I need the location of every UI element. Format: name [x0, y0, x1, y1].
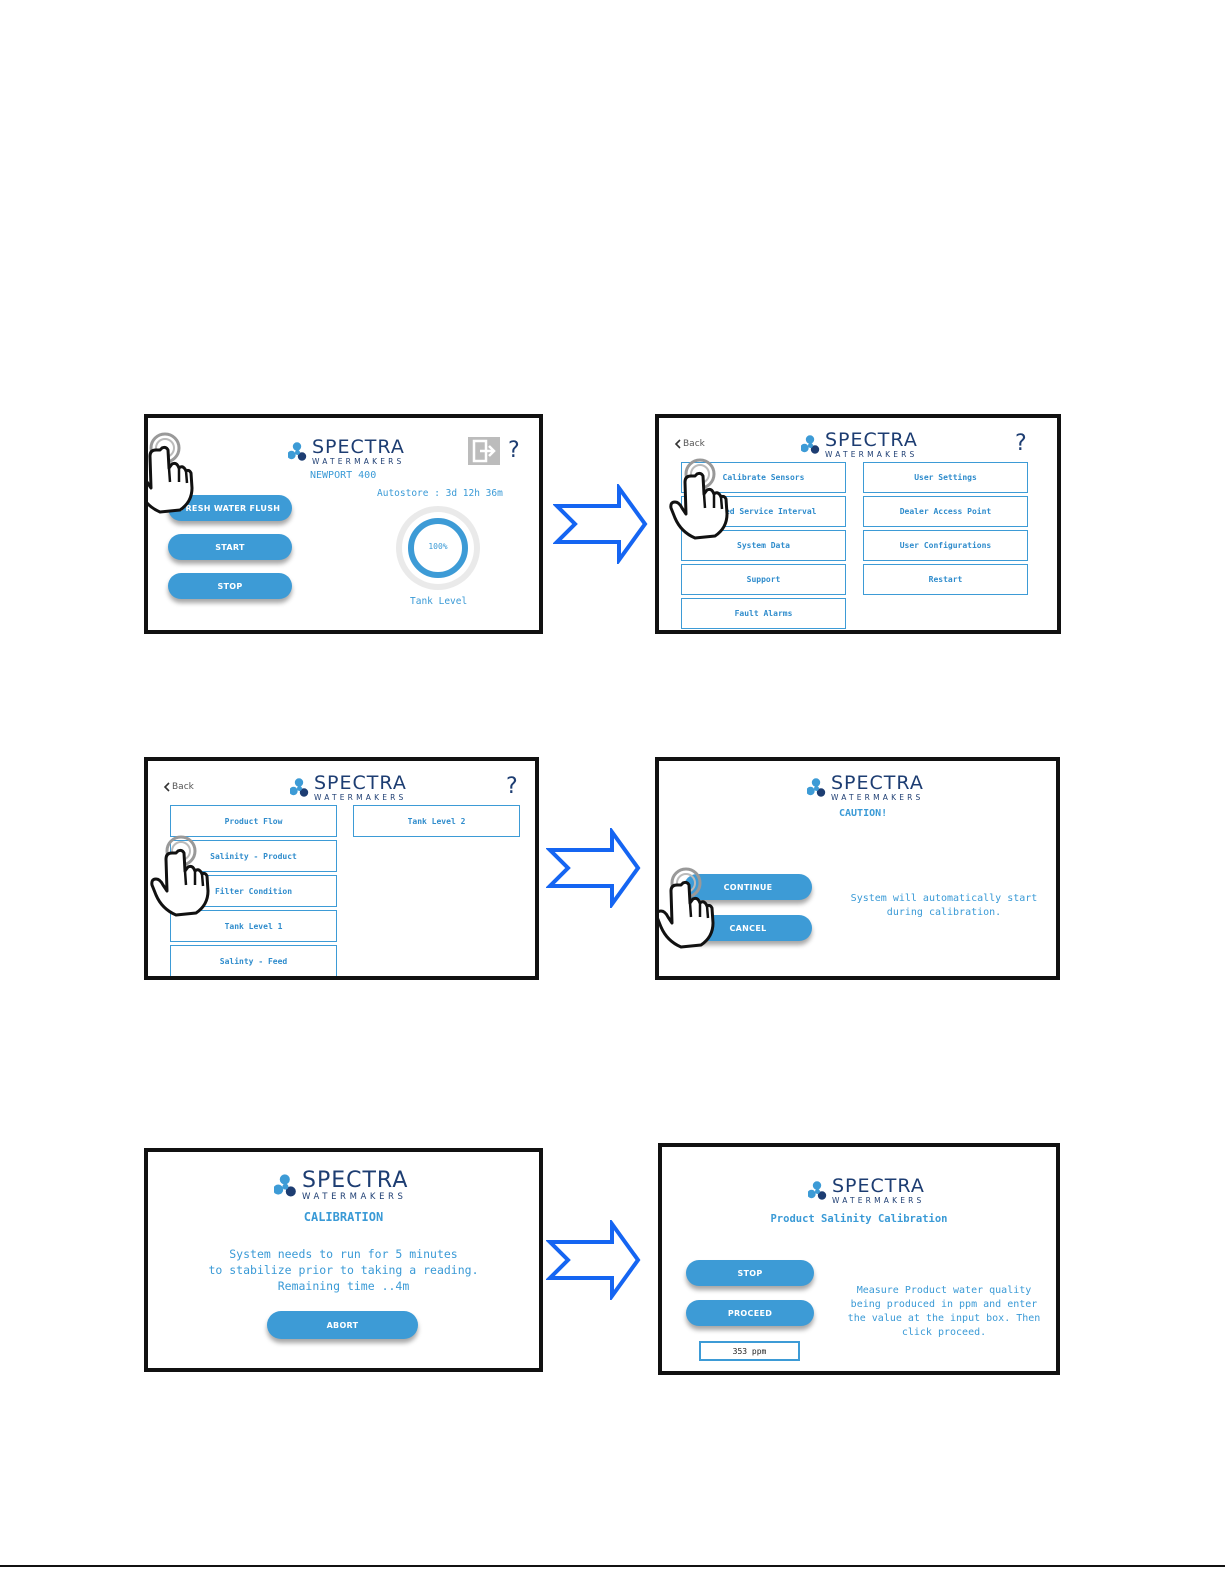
back-button[interactable]: Back: [163, 782, 194, 792]
sensor-tank-level-1[interactable]: Tank Level 1: [170, 910, 337, 942]
brand-name: SPECTRA: [314, 772, 407, 794]
tank-level-label: Tank Level: [410, 596, 468, 607]
spectra-logo-icon: [808, 1181, 827, 1200]
autostore-status: Autostore : 3d 12h 36m: [377, 488, 503, 499]
tank-level-gauge: [396, 506, 480, 590]
brand-name: SPECTRA: [831, 772, 924, 794]
help-button[interactable]: ?: [508, 438, 520, 463]
spectra-logo-icon: [801, 435, 820, 454]
panel-calibrate-sensors: Back SPECTRA WATERMAKERS ? Product Flow …: [144, 757, 539, 980]
next-arrow-icon: [555, 486, 647, 562]
help-button[interactable]: ?: [1015, 431, 1027, 456]
brand-tagline: WATERMAKERS: [302, 1192, 407, 1202]
spectra-logo: SPECTRA WATERMAKERS: [290, 774, 407, 802]
product-message-line-4: click proceed.: [901, 1327, 987, 1338]
continue-button[interactable]: CONTINUE: [684, 874, 812, 900]
spectra-logo: SPECTRA WATERMAKERS: [808, 1177, 925, 1205]
start-button[interactable]: START: [168, 534, 292, 560]
menu-calibrate-sensors[interactable]: Calibrate Sensors: [681, 462, 846, 493]
tap-hand-icon: [148, 432, 194, 514]
caution-message-line-2: during calibration.: [886, 907, 1002, 918]
brand-tagline: WATERMAKERS: [314, 793, 407, 802]
menu-support[interactable]: Support: [681, 564, 846, 595]
product-message-line-3: the value at the input box. Then: [847, 1313, 1041, 1324]
caution-title: CAUTION!: [839, 808, 888, 819]
spectra-logo-icon: [290, 778, 309, 797]
exit-arrow-icon: [472, 439, 496, 463]
next-arrow-icon: [548, 830, 640, 906]
help-button[interactable]: ?: [506, 774, 518, 799]
brand-name: SPECTRA: [832, 1175, 925, 1197]
panel-main-screen: SPECTRA WATERMAKERS ? NEWPORT 400 Autost…: [144, 414, 543, 634]
spectra-logo-icon: [274, 1174, 296, 1197]
menu-restart[interactable]: Restart: [863, 564, 1028, 595]
panel-calibration-wait: SPECTRA WATERMAKERS CALIBRATION System n…: [144, 1148, 543, 1372]
calibration-message-line-1: System needs to run for 5 minutes: [229, 1247, 458, 1261]
menu-user-settings[interactable]: User Settings: [863, 462, 1028, 493]
sensor-salinity-product[interactable]: Salinity - Product: [170, 840, 337, 872]
spectra-logo: SPECTRA WATERMAKERS: [274, 1170, 408, 1202]
brand-tagline: WATERMAKERS: [832, 1196, 925, 1205]
panel-caution: SPECTRA WATERMAKERS CAUTION! CONTINUE CA…: [655, 757, 1060, 980]
product-message-line-1: Measure Product water quality: [856, 1285, 1032, 1296]
spectra-logo: SPECTRA WATERMAKERS: [288, 438, 405, 466]
brand-tagline: WATERMAKERS: [312, 457, 405, 466]
sensor-salinity-feed[interactable]: Salinty - Feed: [170, 945, 337, 976]
sensor-tank-level-2[interactable]: Tank Level 2: [353, 805, 520, 837]
spectra-logo-icon: [807, 778, 826, 797]
calibration-title: CALIBRATION: [303, 1210, 384, 1224]
page-bottom-rule: [0, 1565, 1225, 1567]
back-label: Back: [683, 439, 705, 449]
product-message-line-2: being produced in ppm and enter: [850, 1299, 1038, 1310]
back-label: Back: [172, 782, 194, 792]
abort-button[interactable]: ABORT: [267, 1311, 418, 1339]
panel-product-salinity-calibration: SPECTRA WATERMAKERS Product Salinity Cal…: [658, 1143, 1060, 1375]
product-calibration-title: Product Salinity Calibration: [770, 1213, 948, 1225]
sensor-product-flow[interactable]: Product Flow: [170, 805, 337, 837]
menu-fault-alarms[interactable]: Fault Alarms: [681, 598, 846, 629]
proceed-button[interactable]: PROCEED: [686, 1300, 814, 1326]
brand-name: SPECTRA: [312, 436, 405, 458]
chevron-left-icon: [163, 782, 170, 792]
brand-name: SPECTRA: [825, 429, 918, 451]
brand-name: SPECTRA: [302, 1168, 409, 1193]
remaining-time: Remaining time ..4m: [277, 1279, 410, 1293]
spectra-logo-icon: [288, 442, 307, 461]
caution-message-line-1: System will automatically start: [850, 893, 1038, 904]
tap-hand-icon: [669, 458, 729, 540]
stop-button[interactable]: STOP: [168, 573, 292, 599]
spectra-logo: SPECTRA WATERMAKERS: [801, 431, 918, 459]
exit-icon[interactable]: [468, 437, 500, 465]
salinity-input[interactable]: 353 ppm: [699, 1341, 800, 1361]
brand-tagline: WATERMAKERS: [825, 450, 918, 459]
panel-settings-menu: Back SPECTRA WATERMAKERS ? Calibrate Sen…: [655, 414, 1061, 634]
tap-hand-icon: [150, 835, 210, 917]
stop-button[interactable]: STOP: [686, 1260, 814, 1286]
spectra-logo: SPECTRA WATERMAKERS: [807, 774, 924, 802]
model-name: NEWPORT 400: [310, 470, 377, 481]
calibration-message-line-2: to stabilize prior to taking a reading.: [208, 1263, 479, 1277]
back-button[interactable]: Back: [674, 439, 705, 449]
tap-hand-icon: [659, 867, 715, 949]
menu-dealer-access-point[interactable]: Dealer Access Point: [863, 496, 1028, 527]
chevron-left-icon: [674, 439, 681, 449]
brand-tagline: WATERMAKERS: [831, 793, 924, 802]
menu-user-configurations[interactable]: User Configurations: [863, 530, 1028, 561]
tank-percent: 100%: [428, 542, 448, 551]
next-arrow-icon: [548, 1222, 640, 1298]
